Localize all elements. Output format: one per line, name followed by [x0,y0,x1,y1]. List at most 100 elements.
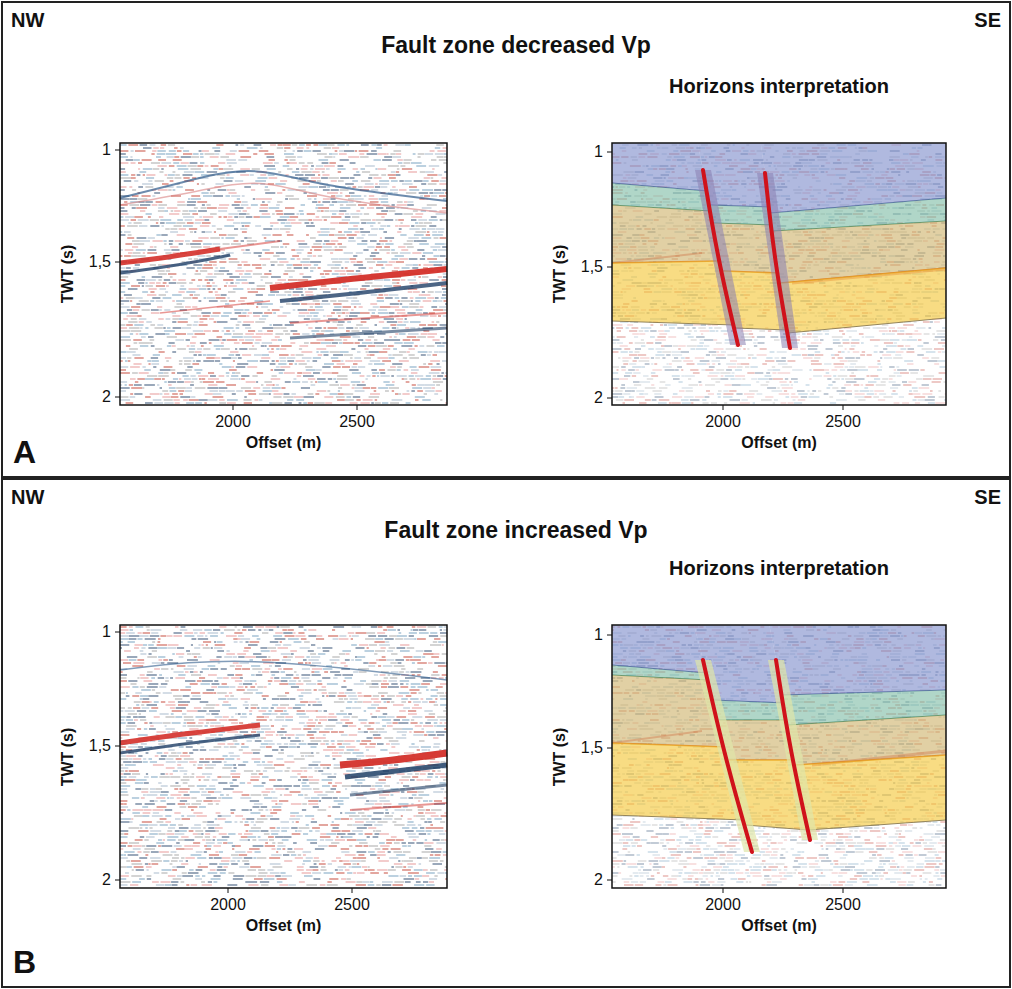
tick-mark [723,405,724,410]
horizon-line [788,318,946,333]
direction-label: NW [11,486,44,508]
seismic-trace [120,145,447,403]
seismic-reflector [220,241,280,249]
tick-mark [115,880,120,881]
horizon-bands [612,625,946,830]
axis-title: TWT (s) [59,727,77,786]
plot-heading: Horizons interpretation [669,557,889,579]
tick-mark [723,888,724,893]
horizon-line [808,820,946,830]
axis-title: Offset (m) [741,434,817,452]
interpretation-plot: Horizons interpretation [612,143,946,405]
seismic-trace [120,145,447,403]
seismic-trace [120,627,447,885]
tick-mark [607,748,612,749]
seismic-reflector [120,735,260,753]
tick-mark [352,888,353,893]
axis-tick-label: 1,5 [89,253,111,271]
seismic-section [607,143,946,410]
panel-title: Fault zone increased Vp [384,518,647,543]
axis-tick-label: 1 [594,626,603,644]
seismic-reflector [280,283,447,301]
axis-tick-label: 2 [102,871,111,889]
fault-line [776,660,810,840]
seismic-reflector [120,255,230,273]
tick-mark [115,262,120,263]
seismic-reflector [160,301,270,313]
axis-tick-label: 2500 [334,896,370,914]
interpretation-plot: Horizons interpretation [612,625,946,888]
axis-ticks [607,635,843,893]
tick-mark [607,398,612,399]
fault-zone [768,660,818,840]
horizon-band [796,755,946,830]
fault-zone [695,660,760,852]
axis-title: TWT (s) [551,245,569,304]
horizon-line [612,321,734,325]
axis-tick-label: 2500 [825,896,861,914]
tick-mark [357,405,358,410]
plot-heading: Horizons interpretation [669,75,889,97]
axis-tick-label: 1 [102,141,111,159]
fault-line [703,170,738,345]
axis-ticks [115,150,357,410]
direction-label: SE [974,486,1001,508]
axis-tick-label: 1 [102,623,111,641]
section-frame [120,625,447,888]
tick-mark [607,880,612,881]
tick-mark [115,397,120,398]
figure-panel: NWFault zone decreased VpSEAHorizons int… [1,1,1011,478]
section-ground [120,625,447,888]
seismic-trace [120,145,447,403]
seismic-section [115,625,447,893]
axis-title: Offset (m) [741,917,817,935]
axis-ticks [607,152,843,410]
horizon-line [612,815,744,820]
axis-tick-label: 2 [594,871,603,889]
tick-mark [607,635,612,636]
tick-mark [843,888,844,893]
tick-mark [843,405,844,410]
axis-tick-label: 2500 [825,413,861,431]
seismic-reflector [120,661,447,680]
fault-zone [757,173,798,348]
seismic-trace [120,627,447,885]
panel-title: Fault zone decreased Vp [381,33,651,58]
seismic-reflector [340,753,447,765]
section-ground [120,143,447,405]
axis-tick-label: 1,5 [89,737,111,755]
seismic-trace [120,627,447,885]
seismic-reflector [345,765,447,777]
tick-mark [115,150,120,151]
seismic-trace [120,627,447,885]
horizon-band [612,143,707,191]
horizon-band [781,268,946,333]
axis-title: Offset (m) [246,917,322,935]
axis-title: TWT (s) [551,727,569,786]
axis-tick-label: 2000 [705,413,741,431]
seismic-reflector [350,803,447,810]
seismic-noise [120,145,447,403]
tick-mark [115,632,120,633]
seismic-trace [120,145,447,403]
section-frame [612,625,946,888]
seismic-noise [120,627,447,885]
direction-label: SE [974,9,1001,31]
seismic-section [607,625,946,893]
seismic-trace [120,627,447,885]
horizon-line [745,825,808,830]
panel-letter: B [13,945,36,980]
axis-tick-label: 2 [102,388,111,406]
tick-mark [233,405,234,410]
axis-ticks [115,632,352,893]
tick-mark [115,746,120,747]
seismic-reflector [290,313,447,323]
axis-tick-label: 2000 [215,413,251,431]
seismic-trace [120,145,447,403]
direction-label: NW [11,9,44,31]
tick-mark [607,152,612,153]
seismic-trace [120,145,447,403]
horizon-band [769,625,946,695]
section-frame [120,143,447,405]
